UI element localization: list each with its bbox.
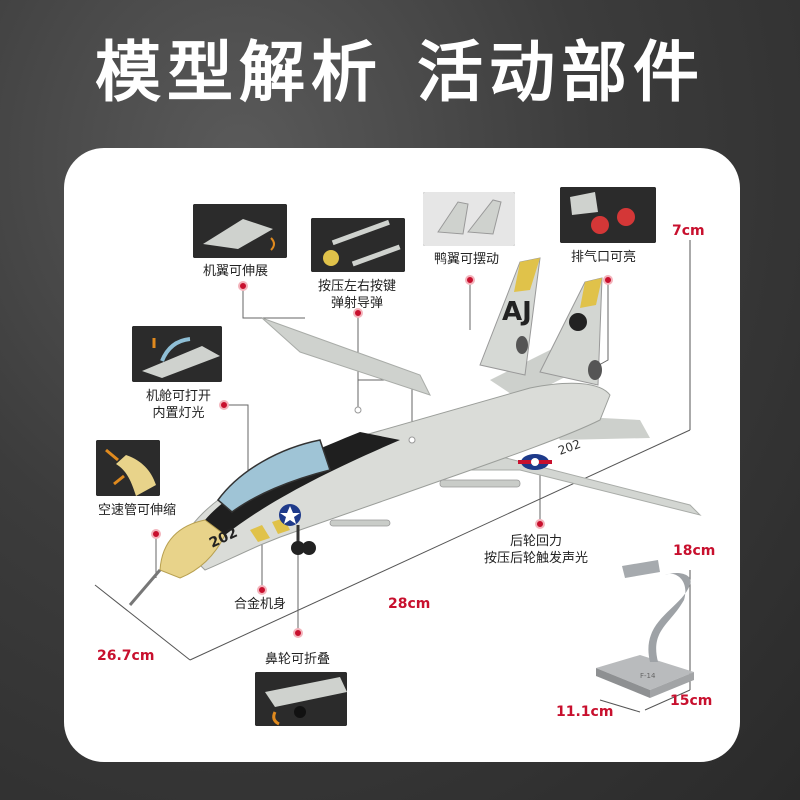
label-canard: 鸭翼可摆动 xyxy=(434,252,500,267)
display-stand: F-14 xyxy=(596,560,694,698)
dimension-lines xyxy=(94,240,691,713)
label-rear-gear: 后轮回力 按压后轮触发声光 xyxy=(484,534,589,566)
stand-label: F-14 xyxy=(640,672,656,680)
svg-text:AJ: AJ xyxy=(502,297,532,327)
roundel-wing xyxy=(518,454,552,470)
label-nose-gear: 鼻轮可折叠 xyxy=(265,652,331,667)
thumb-canard xyxy=(423,192,515,246)
dim-height: 7cm xyxy=(672,223,705,239)
label-missile: 按压左右按键 弹射导弹 xyxy=(318,279,397,311)
callout-markers xyxy=(151,275,613,638)
thumb-exhaust xyxy=(560,187,656,243)
dim-length: 28cm xyxy=(388,596,431,612)
dim-stand-width: 11.1cm xyxy=(556,704,614,720)
dim-width: 26.7cm xyxy=(97,648,155,664)
label-cockpit: 机舱可打开 内置灯光 xyxy=(146,389,212,421)
label-exhaust: 排气口可亮 xyxy=(571,250,637,265)
label-alloy-body: 合金机身 xyxy=(234,597,287,612)
thumb-missile xyxy=(311,218,405,272)
title-left: 模型解析 xyxy=(95,34,383,111)
label-pitot: 空速管可伸缩 xyxy=(98,503,177,518)
f14-aircraft: AJ 202 202 xyxy=(128,257,702,606)
thumb-wing xyxy=(193,204,287,258)
title-right: 活动部件 xyxy=(417,34,705,111)
dim-stand-depth: 15cm xyxy=(670,693,713,709)
thumb-cockpit xyxy=(132,326,222,382)
page-title: 模型解析活动部件 xyxy=(0,28,800,118)
label-wing: 机翼可伸展 xyxy=(203,264,269,279)
thumb-pitot xyxy=(96,440,160,496)
dim-stand-height: 18cm xyxy=(673,543,716,559)
roundel-fuselage xyxy=(279,504,301,526)
thumb-nose-gear xyxy=(255,672,347,726)
